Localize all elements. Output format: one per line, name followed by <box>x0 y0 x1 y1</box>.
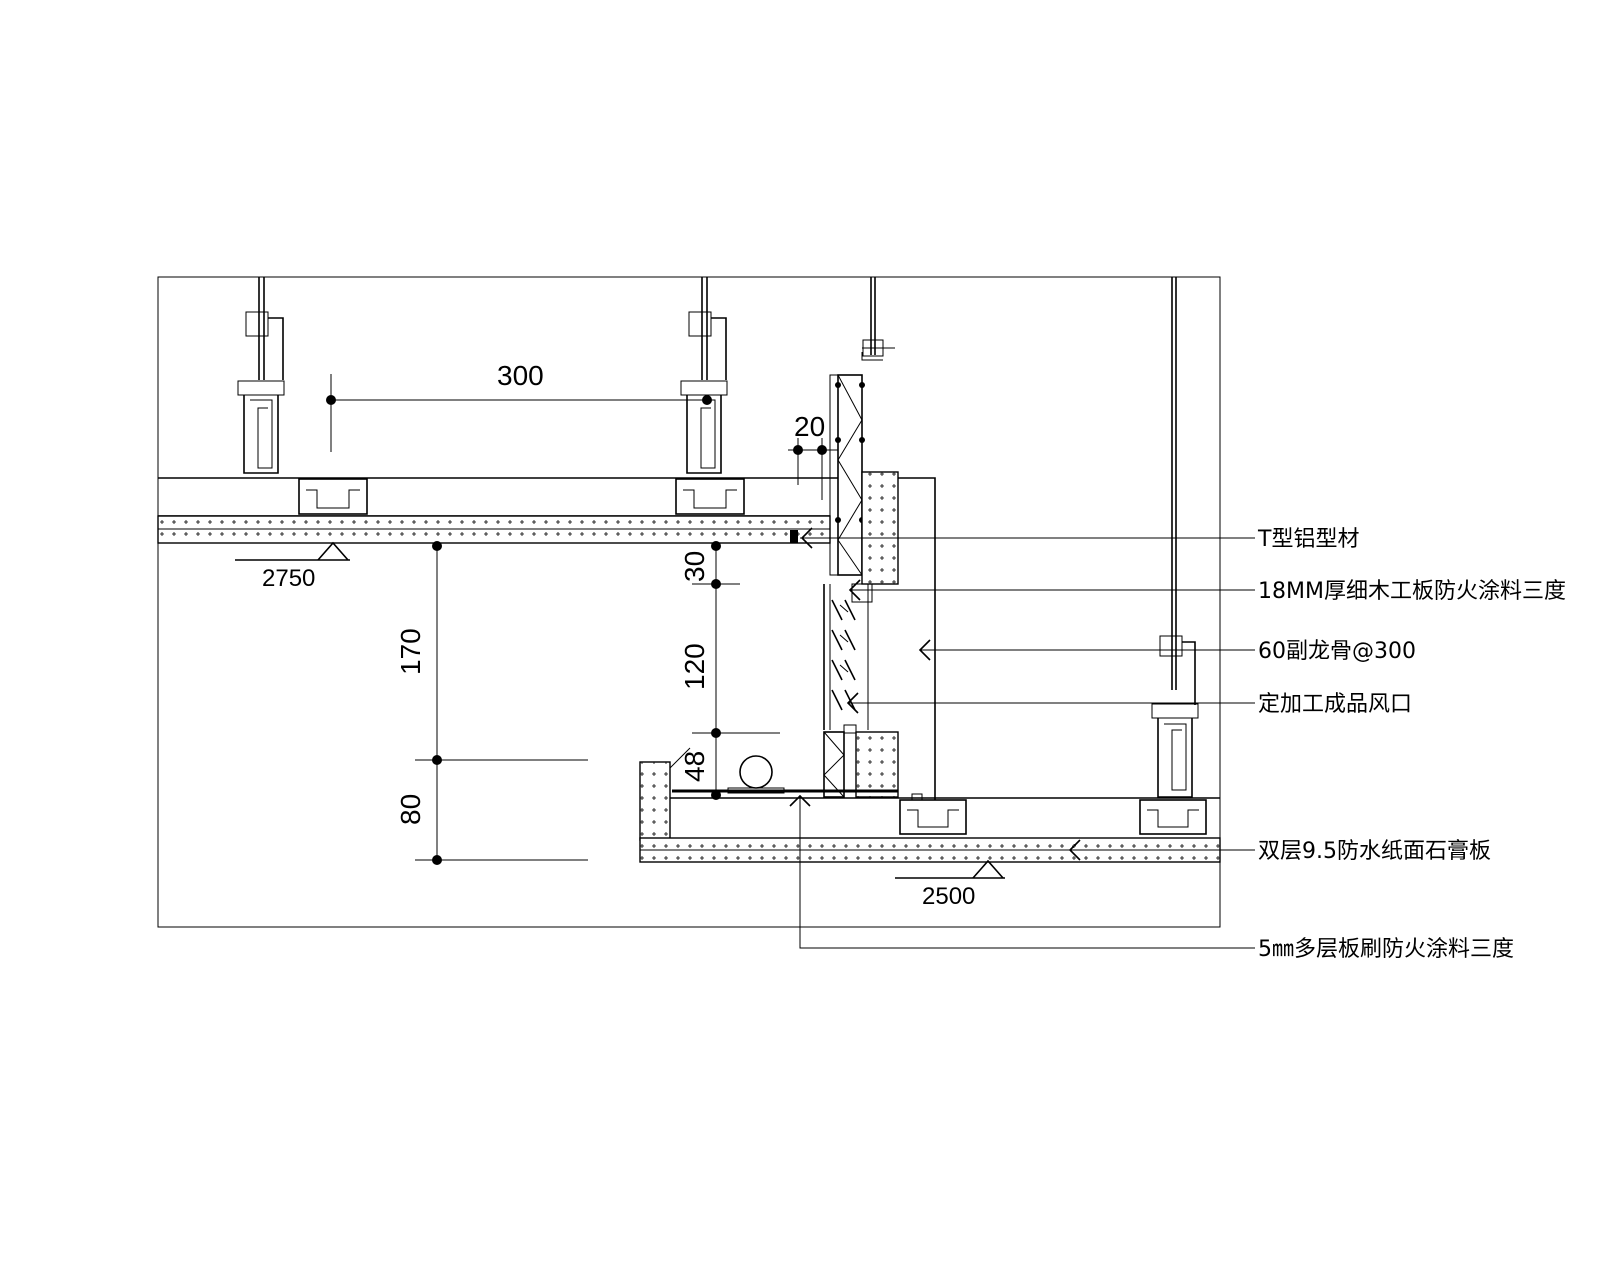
elevation-upper-text: 2750 <box>262 565 315 592</box>
dim-120-text: 120 <box>679 643 710 690</box>
upper-secondary-keel-2 <box>675 478 745 515</box>
label-t-profile: T型铝型材 <box>1257 527 1359 552</box>
blockboard-lower <box>823 724 857 798</box>
dim-170-text: 170 <box>395 628 426 675</box>
leader-gypsum <box>1068 839 1255 861</box>
blockboard-upper <box>829 374 865 576</box>
label-blockboard: 18MM厚细木工板防火涂料三度 <box>1258 579 1566 604</box>
label-gypsum: 双层9.5防水纸面石膏板 <box>1258 839 1491 864</box>
leader-secondary-keel <box>918 639 1255 661</box>
elevation-lower-text: 2500 <box>922 883 975 910</box>
elevation-mark-lower <box>895 859 1005 879</box>
pipe <box>739 755 773 789</box>
lower-secondary-keel-2 <box>1139 799 1207 835</box>
leader-plywood <box>789 794 1255 949</box>
dim-300 <box>326 374 712 452</box>
label-plywood: 5㎜多层板刷防火涂料三度 <box>1258 937 1514 962</box>
hanger-middle <box>680 277 728 474</box>
label-vent: 定加工成品风口 <box>1258 692 1412 717</box>
lower-ledge-side <box>639 761 671 841</box>
drawing-frame <box>157 276 1221 928</box>
dim-48-text: 48 <box>679 751 710 782</box>
lower-secondary-keel-1 <box>899 793 967 835</box>
leader-t-profile <box>800 527 1255 549</box>
side-gypsum-lower <box>855 731 899 798</box>
t-profile-mark <box>790 530 798 543</box>
label-secondary-keel: 60副龙骨@300 <box>1258 639 1416 664</box>
dim-170-80 <box>415 541 588 865</box>
dim-300-text: 300 <box>497 360 544 391</box>
leader-blockboard <box>848 579 1255 601</box>
dim-30-120-48 <box>669 541 780 800</box>
elevation-mark-upper <box>235 541 350 561</box>
hanger-left <box>237 277 285 474</box>
side-gypsum-upper <box>861 471 899 585</box>
dim-30-text: 30 <box>679 551 710 582</box>
leader-vent <box>846 692 1255 714</box>
dim-80-text: 80 <box>395 794 426 825</box>
upper-secondary-keel-1 <box>298 478 368 515</box>
vent-louvre <box>823 584 869 730</box>
dim-20 <box>788 438 838 500</box>
dim-20-text: 20 <box>794 411 825 442</box>
secondary-keel-60 <box>898 477 936 800</box>
vertical-hanger-center <box>861 277 895 361</box>
hanger-right <box>1151 277 1199 798</box>
